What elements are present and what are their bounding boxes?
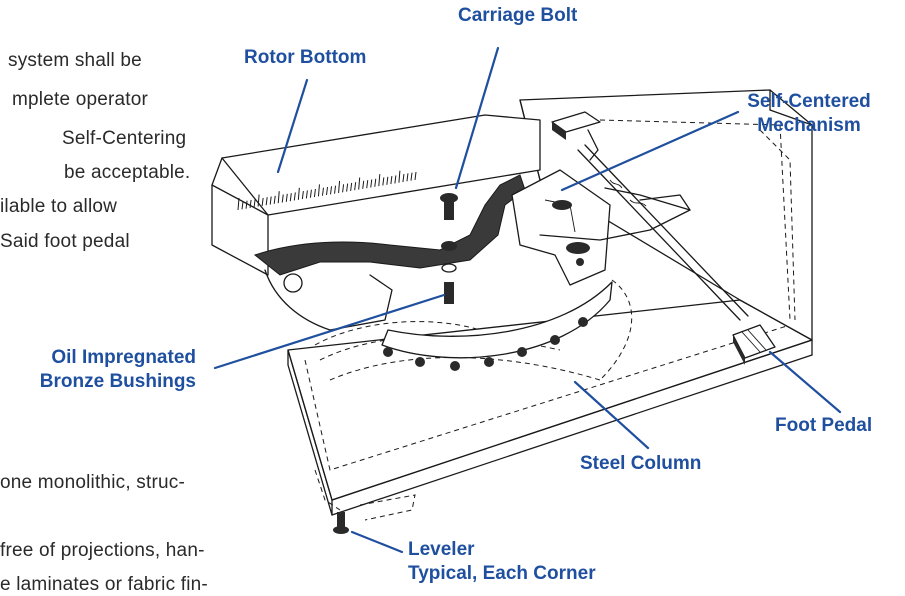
- body-text-line-9: e laminates or fabric fin-: [0, 574, 208, 595]
- ruler-tick: [277, 191, 280, 204]
- ruler-tick: [406, 173, 409, 182]
- ruler-tick: [402, 173, 405, 183]
- ruler-tick: [354, 182, 357, 191]
- leader-foot-pedal: [768, 350, 842, 414]
- ruler-tick: [334, 185, 337, 194]
- ruler-tick: [330, 186, 333, 195]
- ruler-tick: [410, 172, 413, 181]
- callout-carriage-bolt: Carriage Bolt: [458, 5, 578, 26]
- ruler-tick: [321, 187, 324, 196]
- ruler-tick: [326, 186, 328, 196]
- ruler-tick: [317, 184, 320, 197]
- ruler-tick: [237, 197, 240, 211]
- body-text-line-8: free of projections, han-: [0, 540, 205, 561]
- ruler-tick: [382, 177, 385, 186]
- ruler-tick: [269, 196, 272, 205]
- leader-rotor-bottom: [276, 78, 309, 174]
- ruler-tick: [281, 194, 284, 203]
- ruler-tick: [366, 180, 369, 189]
- body-text-line-6: Said foot pedal: [0, 231, 130, 252]
- ruler-tick: [305, 190, 308, 199]
- body-text-line-4: be acceptable.: [64, 162, 191, 183]
- ruler-tick: [289, 193, 292, 202]
- callout-self-centered-line2: Mechanism: [757, 115, 861, 136]
- ruler-tick: [338, 180, 341, 193]
- ruler-tick: [346, 183, 349, 192]
- ruler-tick: [362, 180, 365, 189]
- ruler-tick: [313, 188, 316, 198]
- ruler-tick: [285, 193, 288, 202]
- ruler-tick: [293, 192, 296, 201]
- ruler-tick: [241, 201, 244, 210]
- ruler-tick: [374, 178, 377, 187]
- leveler-drawing: [314, 469, 416, 534]
- callout-foot-pedal: Foot Pedal: [775, 415, 873, 436]
- self-centered-mechanism-drawing: [511, 144, 749, 321]
- callout-oil-line2: Bronze Bushings: [39, 371, 196, 392]
- body-text-line-7: one monolithic, struc-: [0, 472, 185, 493]
- top-pedal-drawing: [551, 111, 601, 161]
- callout-oil-line1: Oil Impregnated: [51, 347, 196, 368]
- leader-steel-column: [573, 380, 650, 450]
- callout-self-centered: Self-Centered Mechanism: [744, 90, 874, 138]
- ruler-tick: [257, 194, 260, 207]
- callout-oil-bushings: Oil Impregnated Bronze Bushings: [36, 346, 196, 394]
- ruler-tick: [370, 179, 373, 188]
- ruler-tick: [390, 176, 393, 185]
- ruler-tick: [342, 184, 345, 193]
- ruler-tick: [261, 197, 264, 206]
- callout-rotor-bottom: Rotor Bottom: [244, 47, 367, 68]
- ruler-tick: [378, 174, 381, 187]
- callout-leveler-line1: Leveler: [408, 539, 475, 560]
- callout-steel-column: Steel Column: [580, 453, 702, 474]
- leader-oil-bushings: [213, 293, 446, 370]
- ruler-tick: [253, 199, 256, 208]
- ruler-tick: [350, 182, 353, 191]
- ruler-tick: [414, 171, 417, 181]
- ruler-tick: [265, 197, 268, 206]
- carriage-bolt-drawing: [440, 193, 458, 304]
- leader-self-centered: [560, 110, 740, 192]
- ruler-tick: [249, 199, 252, 209]
- ruler-tick: [309, 189, 312, 198]
- callout-leveler-line2: Typical, Each Corner: [408, 563, 596, 584]
- curved-track-drawing: [381, 281, 613, 371]
- body-text-line-5: ilable to allow: [0, 196, 118, 217]
- ruler-tick: [394, 175, 397, 184]
- steel-column-drawing: [287, 279, 813, 516]
- ruler-tick: [273, 195, 276, 204]
- callout-leveler: Leveler Typical, Each Corner: [408, 538, 596, 586]
- ruler-tick: [398, 170, 401, 183]
- ruler-tick: [245, 200, 248, 209]
- leader-leveler: [350, 530, 404, 554]
- ruler-tick: [297, 187, 300, 200]
- ruler-tick: [301, 191, 304, 200]
- ruler-tick: [358, 177, 361, 190]
- ruler-tick: [386, 176, 389, 185]
- body-text-line-1: system shall be: [8, 50, 142, 71]
- body-text-line-2: mplete operator: [12, 89, 149, 110]
- foot-pedal-drawing: [732, 324, 776, 365]
- body-text-line-3: Self-Centering: [62, 128, 187, 149]
- callout-self-centered-line1: Self-Centered: [747, 91, 871, 112]
- rotor-bottom-drawing: [211, 114, 541, 331]
- leader-carriage-bolt: [454, 46, 500, 190]
